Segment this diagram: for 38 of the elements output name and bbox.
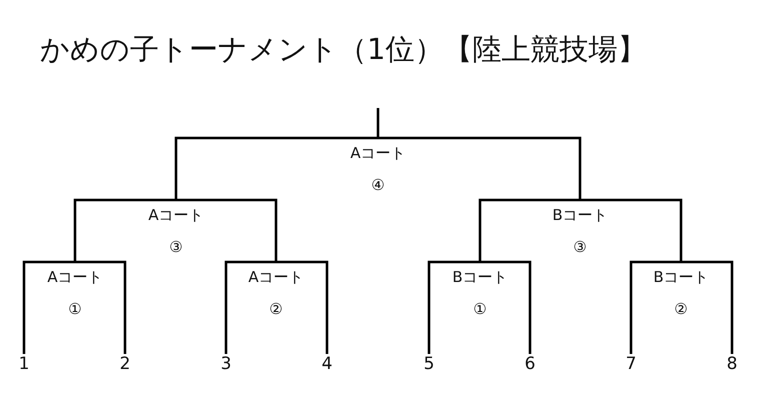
seed-number: 5 xyxy=(424,354,434,374)
bracket-line xyxy=(681,260,734,354)
bracket-line xyxy=(276,260,328,354)
court-name: Bコート xyxy=(452,268,508,286)
match-number: ② xyxy=(674,300,688,318)
match-number: ② xyxy=(269,300,283,318)
court-name: Bコート xyxy=(653,268,709,286)
bracket-line xyxy=(22,260,75,354)
bracket-line xyxy=(428,260,480,354)
match-number: ① xyxy=(68,300,82,318)
seed-number: 7 xyxy=(626,354,636,374)
bracket-line xyxy=(630,260,681,354)
court-name: Bコート xyxy=(552,206,608,224)
bracket-line xyxy=(174,136,378,200)
match-number: ③ xyxy=(573,238,587,256)
match-number: ④ xyxy=(371,176,385,194)
match-number: ③ xyxy=(169,238,183,256)
bracket-line xyxy=(478,198,580,262)
bracket-line xyxy=(224,260,276,354)
seed-number: 6 xyxy=(524,354,536,374)
court-name: Aコート xyxy=(248,268,304,286)
bracket-line xyxy=(480,260,532,354)
seed-number: 1 xyxy=(18,354,30,374)
court-name: Aコート xyxy=(148,206,204,224)
match-number: ① xyxy=(473,300,487,318)
bracket-line xyxy=(75,260,126,354)
bracket-line xyxy=(376,108,380,138)
bracket-line xyxy=(580,198,682,262)
bracket-line xyxy=(378,136,582,200)
seed-number: 8 xyxy=(726,354,738,374)
court-name: Aコート xyxy=(47,268,103,286)
court-name: Aコート xyxy=(350,144,406,162)
bracket-line xyxy=(176,198,278,262)
seed-number: 4 xyxy=(322,354,332,374)
seed-number: 3 xyxy=(220,354,232,374)
bracket-line xyxy=(74,198,176,262)
title: かめの子トーナメント（1位）【陸上競技場】 xyxy=(40,31,646,68)
seed-number: 2 xyxy=(120,354,130,374)
